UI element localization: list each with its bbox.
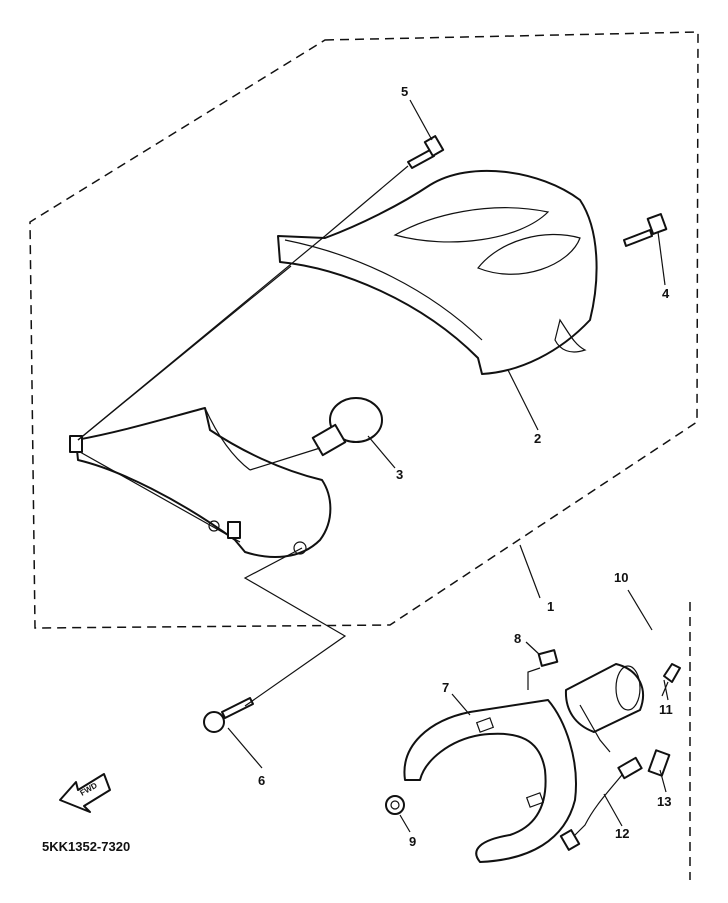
callout-4: 4 xyxy=(662,286,670,301)
callout-8: 8 xyxy=(514,631,521,646)
screw-5 xyxy=(407,135,445,169)
tail-light-lens xyxy=(277,169,598,375)
license-light-bracket xyxy=(403,699,577,863)
lamp-housing xyxy=(69,407,332,558)
diagram-code: 5KK1352-7320 xyxy=(42,839,130,854)
callout-3: 3 xyxy=(396,467,403,482)
callout-7: 7 xyxy=(442,680,449,695)
nut-9 xyxy=(385,795,405,815)
callout-11: 11 xyxy=(659,702,673,717)
nut-8 xyxy=(537,649,559,667)
screw-4 xyxy=(623,213,668,247)
bulb-13 xyxy=(647,749,671,777)
callout-10: 10 xyxy=(614,570,628,585)
callout-5: 5 xyxy=(401,84,408,99)
callout-6: 6 xyxy=(258,773,265,788)
fwd-arrow-icon: FWD xyxy=(59,773,111,813)
callout-1: 1 xyxy=(547,599,554,614)
assembly-boundary xyxy=(29,31,699,629)
screw-11 xyxy=(661,663,681,697)
callout-9: 9 xyxy=(409,834,416,849)
bulb xyxy=(311,397,383,457)
socket-12 xyxy=(559,756,643,851)
license-light xyxy=(564,663,644,753)
leader-lines xyxy=(77,99,669,833)
callout-2: 2 xyxy=(534,431,541,446)
screw-6 xyxy=(203,697,254,733)
callout-13: 13 xyxy=(657,794,671,809)
callout-12: 12 xyxy=(615,826,629,841)
